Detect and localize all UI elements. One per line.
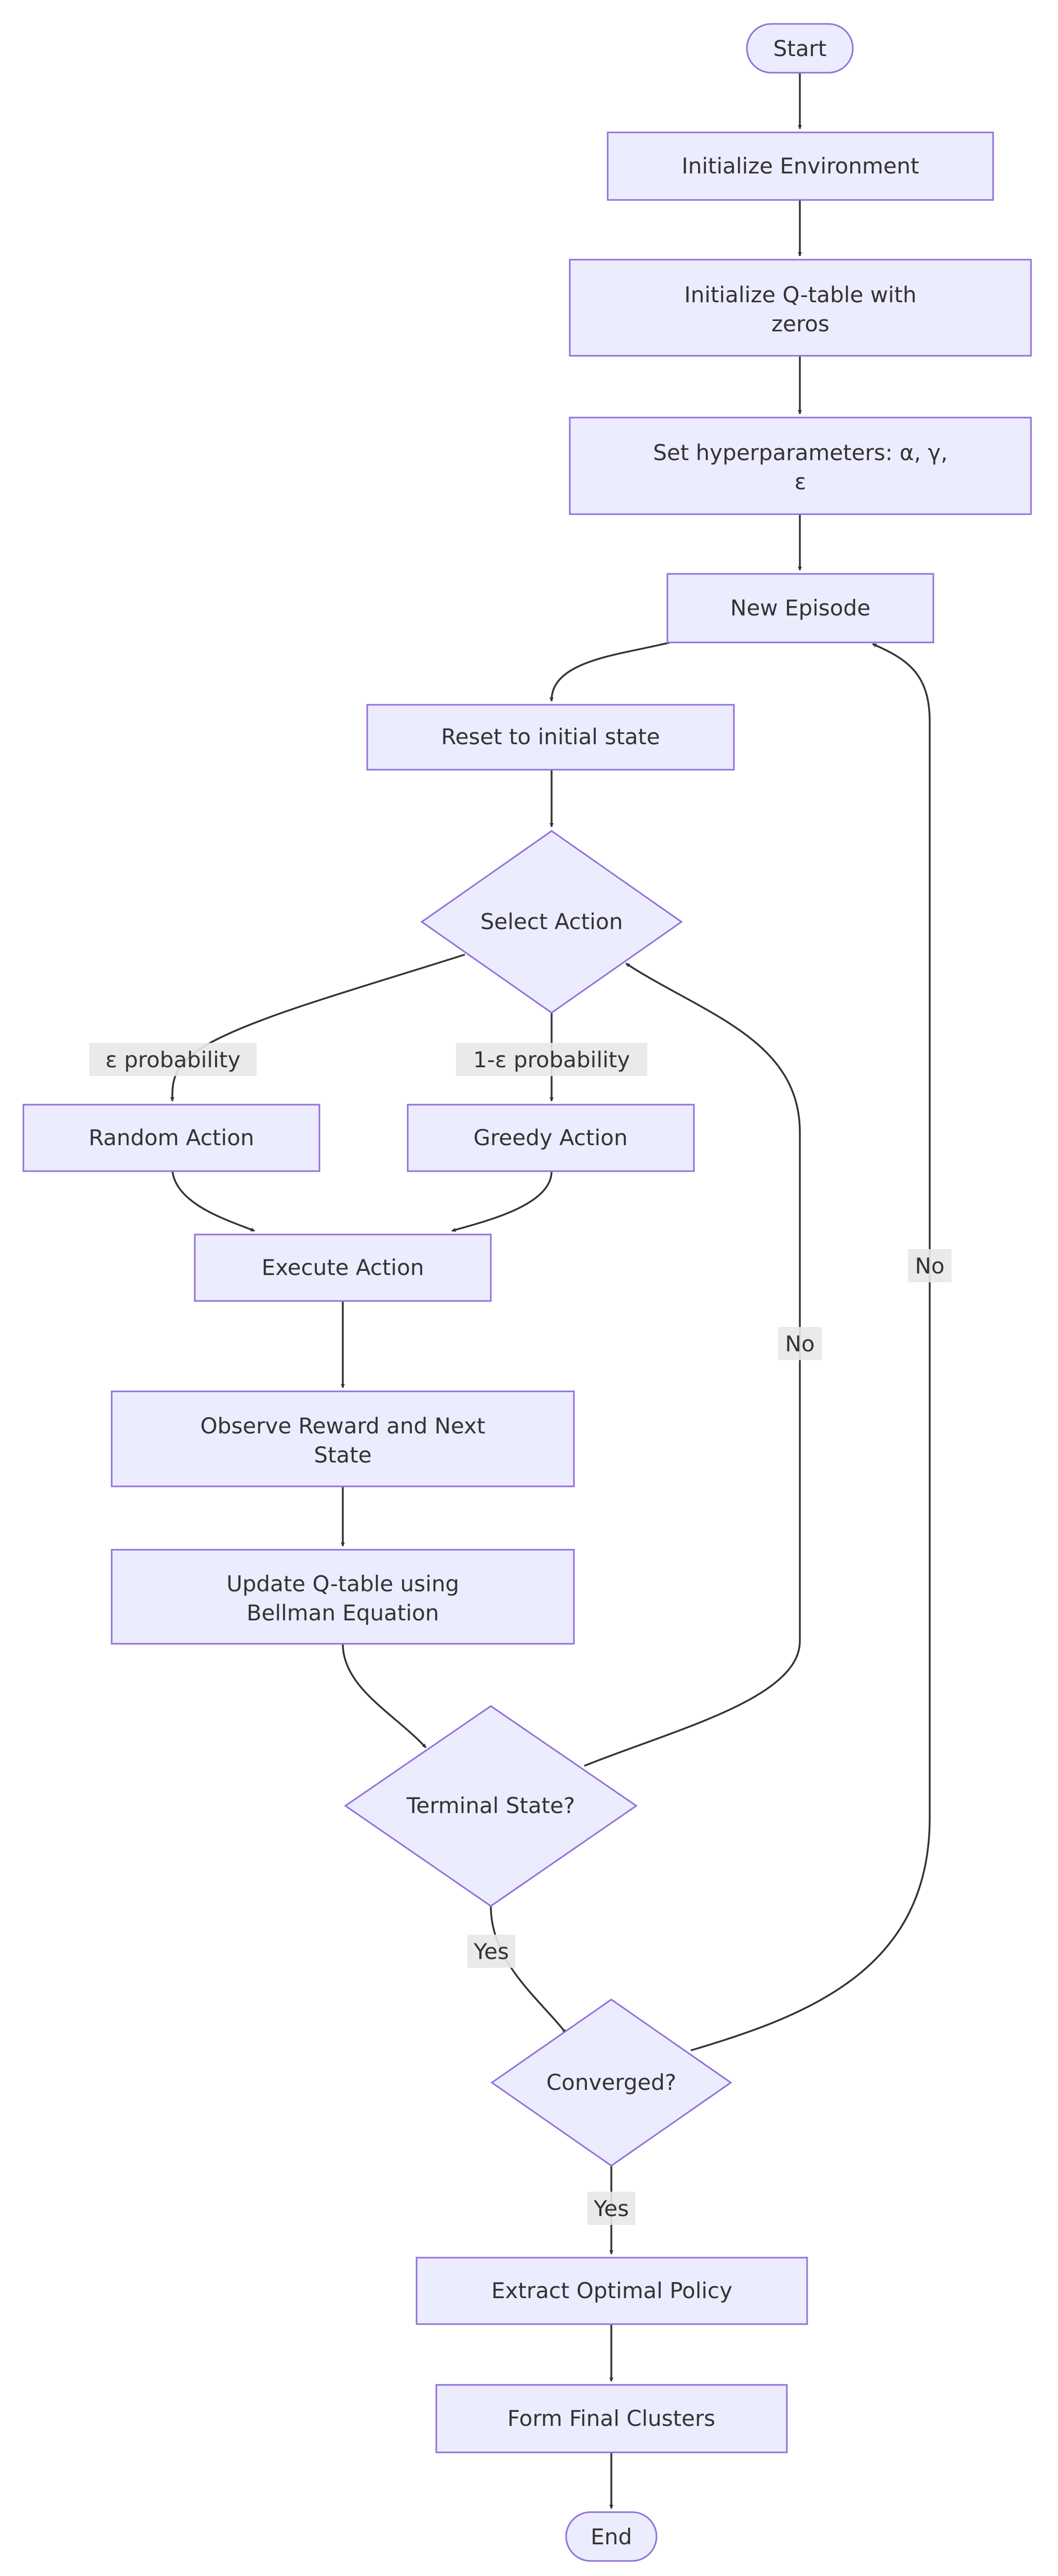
node-terminal-state: Terminal State?	[344, 1705, 638, 1907]
edges	[170, 73, 931, 2509]
node-start-label: Start	[773, 36, 827, 61]
edge-label-terminal-yes-text: Yes	[473, 1939, 509, 1964]
edge-update-to-terminal	[342, 1643, 427, 1749]
edge-label-one-minus-epsilon: 1-ε probability	[456, 1043, 647, 1076]
node-update-q-table-label-line1: Update Q-table using	[226, 1571, 459, 1596]
node-reset-initial-state-label: Reset to initial state	[441, 724, 660, 749]
node-select-action: Select Action	[420, 830, 683, 1014]
node-select-action-label: Select Action	[480, 909, 623, 934]
edge-greedy-to-execute	[451, 1171, 553, 1232]
node-execute-action: Execute Action	[194, 1233, 492, 1302]
node-end-label: End	[591, 2524, 632, 2550]
edge-label-epsilon-probability-text: ε probability	[105, 1047, 240, 1072]
node-extract-optimal-policy-label: Extract Optimal Policy	[491, 2278, 732, 2303]
node-initialize-q-table-label-line2: zeros	[771, 311, 829, 337]
edge-label-converged-yes-text: Yes	[593, 2196, 629, 2221]
edge-terminal-yes-to-converged	[490, 1906, 567, 2034]
node-initialize-q-table: Initialize Q-table with zeros	[569, 259, 1032, 357]
node-end: End	[565, 2511, 658, 2562]
node-converged-label: Converged?	[546, 2070, 676, 2095]
node-observe-reward: Observe Reward and Next State	[111, 1390, 575, 1487]
node-observe-reward-label-line1: Observe Reward and Next	[200, 1413, 486, 1439]
node-execute-action-label: Execute Action	[262, 1255, 424, 1280]
node-new-episode: New Episode	[666, 573, 934, 643]
node-initialize-environment: Initialize Environment	[607, 131, 994, 201]
edge-select-to-random	[170, 954, 465, 1102]
node-start: Start	[746, 23, 854, 74]
edge-label-converged-yes: Yes	[587, 2192, 635, 2225]
node-random-action: Random Action	[22, 1104, 320, 1172]
node-random-action-label: Random Action	[89, 1125, 255, 1150]
node-converged: Converged?	[490, 1998, 732, 2167]
node-terminal-state-label: Terminal State?	[406, 1793, 575, 1818]
edge-labels: ε probability 1-ε probability No No Yes …	[89, 1043, 952, 2225]
node-set-hyperparameters: Set hyperparameters: α, γ, ε	[569, 417, 1032, 515]
node-update-q-table-label-line2: Bellman Equation	[247, 1600, 439, 1626]
edge-random-to-execute	[171, 1171, 255, 1232]
edge-label-terminal-no: No	[778, 1327, 822, 1360]
edge-label-terminal-no-text: No	[785, 1331, 814, 1357]
node-initialize-q-table-label-line1: Initialize Q-table with	[684, 282, 916, 307]
node-set-hyperparameters-label-line2: ε	[795, 469, 807, 494]
edge-converged-no-to-new-episode	[690, 643, 931, 2051]
node-set-hyperparameters-label-line1: Set hyperparameters: α, γ,	[653, 440, 947, 465]
node-form-final-clusters-label: Form Final Clusters	[507, 2406, 715, 2431]
edge-terminal-no-to-select	[584, 962, 801, 1767]
node-reset-initial-state: Reset to initial state	[366, 704, 735, 771]
edge-label-converged-no: No	[908, 1249, 952, 1282]
edge-label-epsilon-probability: ε probability	[89, 1043, 257, 1076]
node-greedy-action: Greedy Action	[407, 1104, 695, 1172]
node-update-q-table: Update Q-table using Bellman Equation	[111, 1549, 575, 1645]
edge-new-episode-to-reset	[549, 641, 671, 702]
edge-label-terminal-yes: Yes	[467, 1935, 515, 1968]
node-observe-reward-label-line2: State	[314, 1442, 371, 1468]
node-extract-optimal-policy: Extract Optimal Policy	[416, 2257, 808, 2325]
node-form-final-clusters: Form Final Clusters	[435, 2384, 788, 2453]
node-greedy-action-label: Greedy Action	[474, 1125, 628, 1150]
edge-label-one-minus-epsilon-text: 1-ε probability	[473, 1047, 630, 1072]
node-initialize-environment-label: Initialize Environment	[681, 153, 919, 179]
node-new-episode-label: New Episode	[730, 595, 870, 621]
edge-label-converged-no-text: No	[915, 1253, 944, 1279]
nodes: Start Initialize Environment Initialize …	[22, 23, 1032, 2562]
